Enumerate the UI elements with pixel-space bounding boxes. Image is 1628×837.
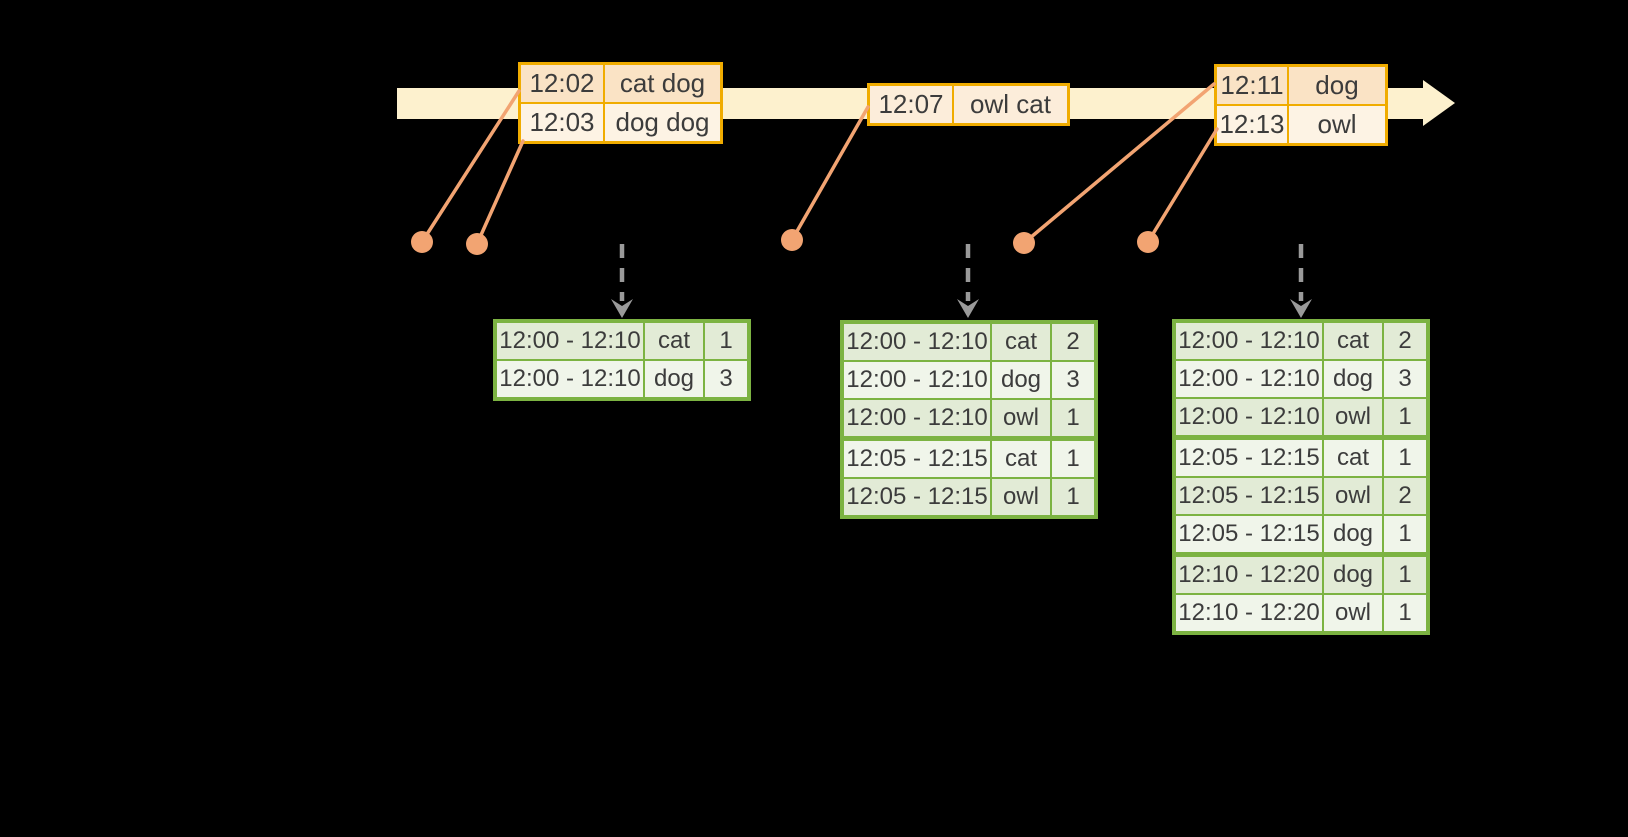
word-cell: owl: [992, 400, 1050, 436]
input-batch-table-1: 12:02 cat dog 12:03 dog dog: [518, 62, 723, 144]
word-cell: owl: [1324, 399, 1382, 435]
result-table-1: 12:00 - 12:10 cat 1 12:00 - 12:10 dog 3: [493, 319, 751, 401]
word-cell: owl: [992, 479, 1050, 515]
event-dot: [1137, 231, 1159, 253]
timeline-arrowhead-icon: [1423, 80, 1455, 126]
event-time-cell: 12:11: [1217, 67, 1287, 104]
window-cell: 12:05 - 12:15: [1176, 440, 1322, 476]
count-cell: 1: [1052, 479, 1094, 515]
window-group-separator: [1176, 554, 1426, 555]
event-connector-line: [475, 139, 525, 246]
word-cell: cat: [645, 323, 703, 359]
window-cell: 12:05 - 12:15: [844, 479, 990, 515]
window-cell: 12:10 - 12:20: [1176, 557, 1322, 593]
event-time-cell: 12:02: [521, 65, 603, 102]
count-cell: 1: [705, 323, 747, 359]
count-cell: 1: [1384, 595, 1426, 631]
event-time-cell: 12:13: [1217, 106, 1287, 143]
event-dot: [781, 229, 803, 251]
count-cell: 2: [1384, 323, 1426, 359]
window-cell: 12:00 - 12:10: [844, 362, 990, 398]
count-cell: 2: [1052, 324, 1094, 360]
event-connector-line: [1146, 127, 1219, 244]
trigger-arrowhead-icon: [1290, 299, 1312, 318]
event-time-cell: 12:07: [870, 86, 952, 123]
window-group-separator: [1176, 437, 1426, 438]
event-words-cell: cat dog: [605, 65, 720, 102]
word-cell: owl: [1324, 595, 1382, 631]
word-cell: cat: [992, 324, 1050, 360]
input-batch-table-3: 12:11 dog 12:13 owl: [1214, 64, 1388, 146]
result-table-2: 12:00 - 12:10 cat 2 12:00 - 12:10 dog 3 …: [840, 320, 1098, 519]
word-cell: dog: [1324, 557, 1382, 593]
window-cell: 12:00 - 12:10: [1176, 361, 1322, 397]
window-cell: 12:00 - 12:10: [1176, 323, 1322, 359]
window-cell: 12:05 - 12:15: [1176, 478, 1322, 514]
window-cell: 12:00 - 12:10: [1176, 399, 1322, 435]
window-cell: 12:00 - 12:10: [497, 361, 643, 397]
word-cell: cat: [992, 441, 1050, 477]
count-cell: 1: [1052, 400, 1094, 436]
window-cell: 12:00 - 12:10: [844, 324, 990, 360]
event-words-cell: dog dog: [605, 104, 720, 141]
count-cell: 3: [1384, 361, 1426, 397]
word-cell: owl: [1324, 478, 1382, 514]
event-time-cell: 12:03: [521, 104, 603, 141]
event-dot: [466, 233, 488, 255]
word-cell: dog: [645, 361, 703, 397]
word-cell: dog: [1324, 361, 1382, 397]
count-cell: 1: [1384, 516, 1426, 552]
window-cell: 12:00 - 12:10: [497, 323, 643, 359]
word-cell: dog: [992, 362, 1050, 398]
result-table-3: 12:00 - 12:10 cat 2 12:00 - 12:10 dog 3 …: [1172, 319, 1430, 635]
count-cell: 3: [705, 361, 747, 397]
trigger-arrowhead-icon: [957, 299, 979, 318]
window-cell: 12:05 - 12:15: [844, 441, 990, 477]
count-cell: 3: [1052, 362, 1094, 398]
word-cell: cat: [1324, 440, 1382, 476]
count-cell: 1: [1052, 441, 1094, 477]
event-dot: [1013, 232, 1035, 254]
window-cell: 12:05 - 12:15: [1176, 516, 1322, 552]
window-cell: 12:00 - 12:10: [844, 400, 990, 436]
count-cell: 1: [1384, 557, 1426, 593]
event-words-cell: dog: [1289, 67, 1385, 104]
word-cell: dog: [1324, 516, 1382, 552]
word-cell: cat: [1324, 323, 1382, 359]
event-dot: [411, 231, 433, 253]
count-cell: 2: [1384, 478, 1426, 514]
count-cell: 1: [1384, 399, 1426, 435]
trigger-arrowhead-icon: [611, 299, 633, 318]
event-words-cell: owl cat: [954, 86, 1067, 123]
event-words-cell: owl: [1289, 106, 1385, 143]
window-cell: 12:10 - 12:20: [1176, 595, 1322, 631]
window-group-separator: [844, 438, 1094, 439]
count-cell: 1: [1384, 440, 1426, 476]
event-connector-line: [790, 105, 870, 242]
input-batch-table-2: 12:07 owl cat: [867, 83, 1070, 126]
